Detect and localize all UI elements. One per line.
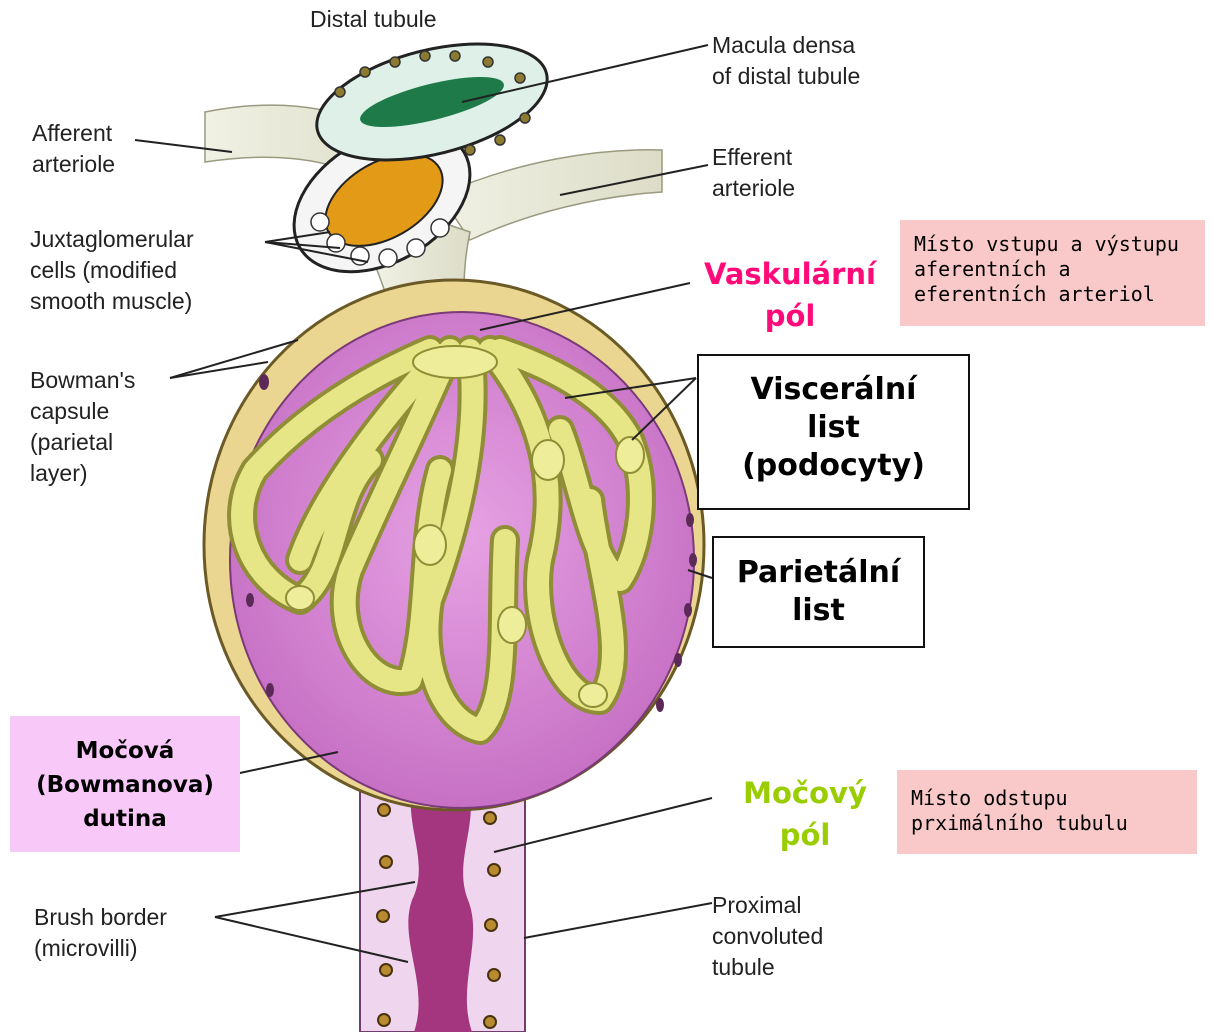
label-efferent-arteriole: Efferent arteriole (712, 142, 795, 204)
label-afferent-arteriole: Afferent arteriole (32, 118, 115, 180)
label-distal-tubule: Distal tubule (310, 4, 437, 35)
note-misto-odstupu: Místo odstupu prximálního tubulu (897, 770, 1197, 854)
label-brush-border: Brush border (microvilli) (34, 902, 167, 964)
box-visceralni-list: Viscerální list (podocyty) (697, 354, 970, 510)
box-parietalni-list: Parietální list (712, 536, 925, 648)
label-macula-densa: Macula densa of distal tubule (712, 30, 860, 92)
label-juxtaglomerular-cells: Juxtaglomerular cells (modified smooth m… (30, 224, 194, 317)
note-misto-vstupu: Místo vstupu a výstupu aferentních a efe… (900, 220, 1205, 326)
label-proximal-convoluted-tubule: Proximal convoluted tubule (712, 890, 823, 983)
label-mocovy-pol: Močový pól (705, 772, 905, 856)
box-mocova-dutina: Močová (Bowmanova) dutina (10, 716, 240, 852)
label-vaskularni-pol: Vaskulární pól (690, 253, 890, 337)
label-bowman-capsule: Bowman's capsule (parietal layer) (30, 365, 135, 489)
